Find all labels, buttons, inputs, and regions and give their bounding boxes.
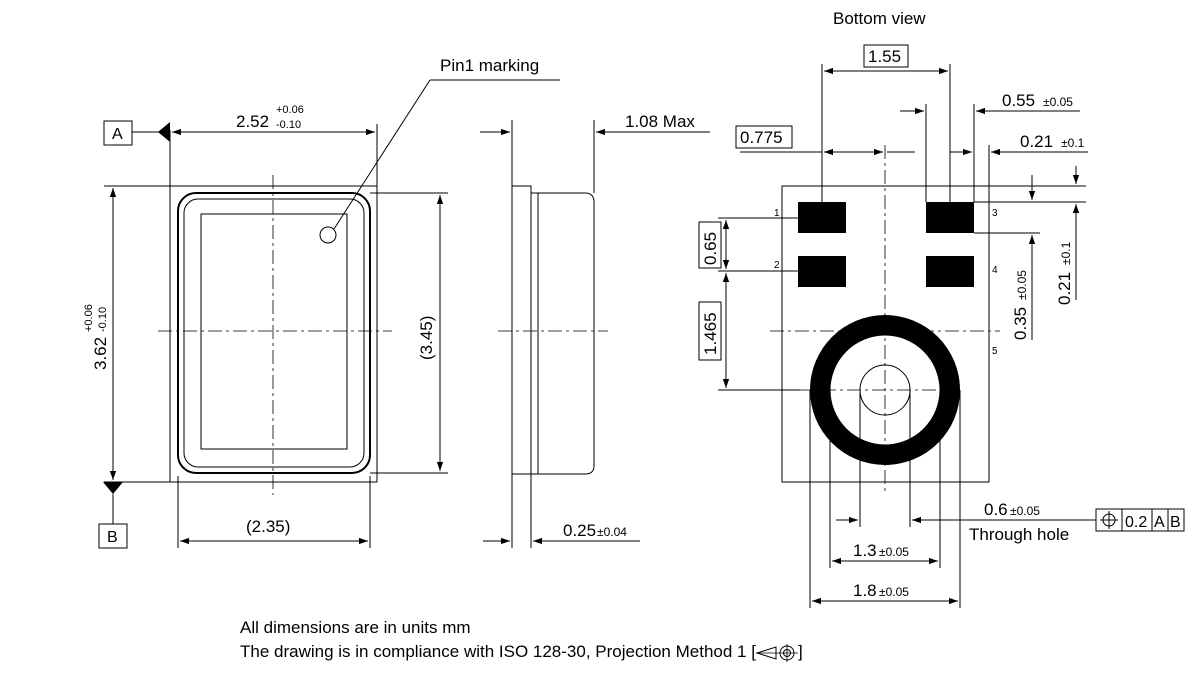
pin-label-4: 4 — [992, 265, 998, 276]
ring-inner-tol: ±0.05 — [879, 545, 909, 559]
bottom-view: Bottom view 1 2 3 4 5 1.55 0.775 — [698, 9, 1185, 608]
hole-dia-tol: ±0.05 — [1010, 504, 1040, 518]
note-iso: The drawing is in compliance with ISO 12… — [240, 640, 803, 664]
front-window — [200, 213, 348, 450]
pin1-marking-label: Pin1 marking — [440, 56, 539, 75]
side-base-nominal: 0.25 — [563, 521, 596, 540]
gdt-datum-a: A — [1154, 514, 1165, 531]
hole-offset-y: 1.465 — [701, 312, 720, 355]
projection-method-icon — [755, 643, 798, 662]
datum-a-label: A — [112, 126, 123, 143]
hole-dia-nominal: 0.6 — [984, 500, 1008, 519]
front-rounded-body — [177, 192, 371, 474]
pin-label-3: 3 — [992, 208, 998, 219]
pad-offset-x: 0.775 — [740, 128, 783, 147]
pin1-marking-dot — [319, 226, 337, 244]
side-thickness-max: 1.08 Max — [625, 112, 695, 131]
pad-offset-x-box — [735, 125, 793, 149]
pin-label-1: 1 — [774, 208, 780, 219]
ring-outer-tol: ±0.05 — [879, 585, 909, 599]
pad-width-nominal: 0.55 — [1002, 91, 1035, 110]
hole-offset-y-box — [698, 301, 722, 361]
datum-a-triangle — [158, 122, 170, 142]
front-inner-width-ref: (2.35) — [246, 517, 290, 536]
pin1-leader — [333, 79, 431, 230]
note-iso-prefix: The drawing is in compliance with ISO 12… — [240, 642, 756, 661]
edge-gap-v-tol: ±0.1 — [1059, 241, 1073, 265]
front-view: Pin1 marking 2.52 +0.06 -0.10 A 3.62 +0.… — [83, 56, 560, 549]
front-inner-height-ref: (3.45) — [417, 316, 436, 360]
gdt-feature-frame: 0.2 A B — [1095, 508, 1185, 532]
pin-label-5: 5 — [992, 346, 998, 357]
front-rounded-inner — [183, 198, 365, 468]
pad-height-nominal: 0.35 — [1011, 307, 1030, 340]
ring-inner-nominal: 1.3 — [853, 541, 877, 560]
through-hole-label: Through hole — [969, 525, 1069, 544]
front-height-tol-upper: +0.06 — [83, 304, 95, 332]
pitch-y: 0.65 — [701, 232, 720, 265]
front-width-nominal: 2.52 — [236, 112, 269, 131]
pitch-x-box — [863, 44, 909, 68]
pad-width-tol: ±0.05 — [1043, 95, 1073, 109]
gdt-tolerance: 0.2 — [1125, 514, 1147, 531]
front-width-tol-lower: -0.10 — [276, 119, 301, 131]
front-outline — [169, 185, 378, 483]
pad-4 — [926, 256, 974, 287]
pin-label-2: 2 — [774, 260, 780, 271]
pad-height-tol: ±0.05 — [1015, 270, 1029, 300]
side-cap — [531, 192, 595, 475]
bottom-outline — [781, 185, 990, 483]
datum-b-triangle — [103, 482, 123, 494]
side-base-tol: ±0.04 — [597, 525, 627, 539]
side-view: 1.08 Max 0.25 ±0.04 — [480, 112, 710, 548]
drawing-notes: All dimensions are in units mm The drawi… — [240, 616, 803, 664]
datum-a-box — [103, 120, 133, 146]
edge-gap-v-nominal: 0.21 — [1055, 272, 1074, 305]
pad-3 — [926, 202, 974, 233]
ring-outer-nominal: 1.8 — [853, 581, 877, 600]
pad-1 — [798, 202, 846, 233]
edge-gap-tol: ±0.1 — [1061, 136, 1085, 150]
front-height-nominal: 3.62 — [91, 337, 110, 370]
gdt-datum-b: B — [1170, 514, 1181, 531]
datum-b-box — [98, 523, 128, 549]
pitch-y-box — [698, 221, 722, 269]
note-units: All dimensions are in units mm — [240, 618, 471, 637]
front-height-tol-lower: -0.10 — [97, 307, 109, 332]
pitch-x: 1.55 — [868, 47, 901, 66]
bottom-view-title: Bottom view — [833, 9, 926, 28]
side-base — [511, 185, 532, 475]
note-iso-suffix: ] — [797, 642, 803, 661]
datum-b-label: B — [107, 529, 118, 546]
pad-2 — [798, 256, 846, 287]
edge-gap-nominal: 0.21 — [1020, 132, 1053, 151]
front-width-tol-upper: +0.06 — [276, 104, 304, 116]
